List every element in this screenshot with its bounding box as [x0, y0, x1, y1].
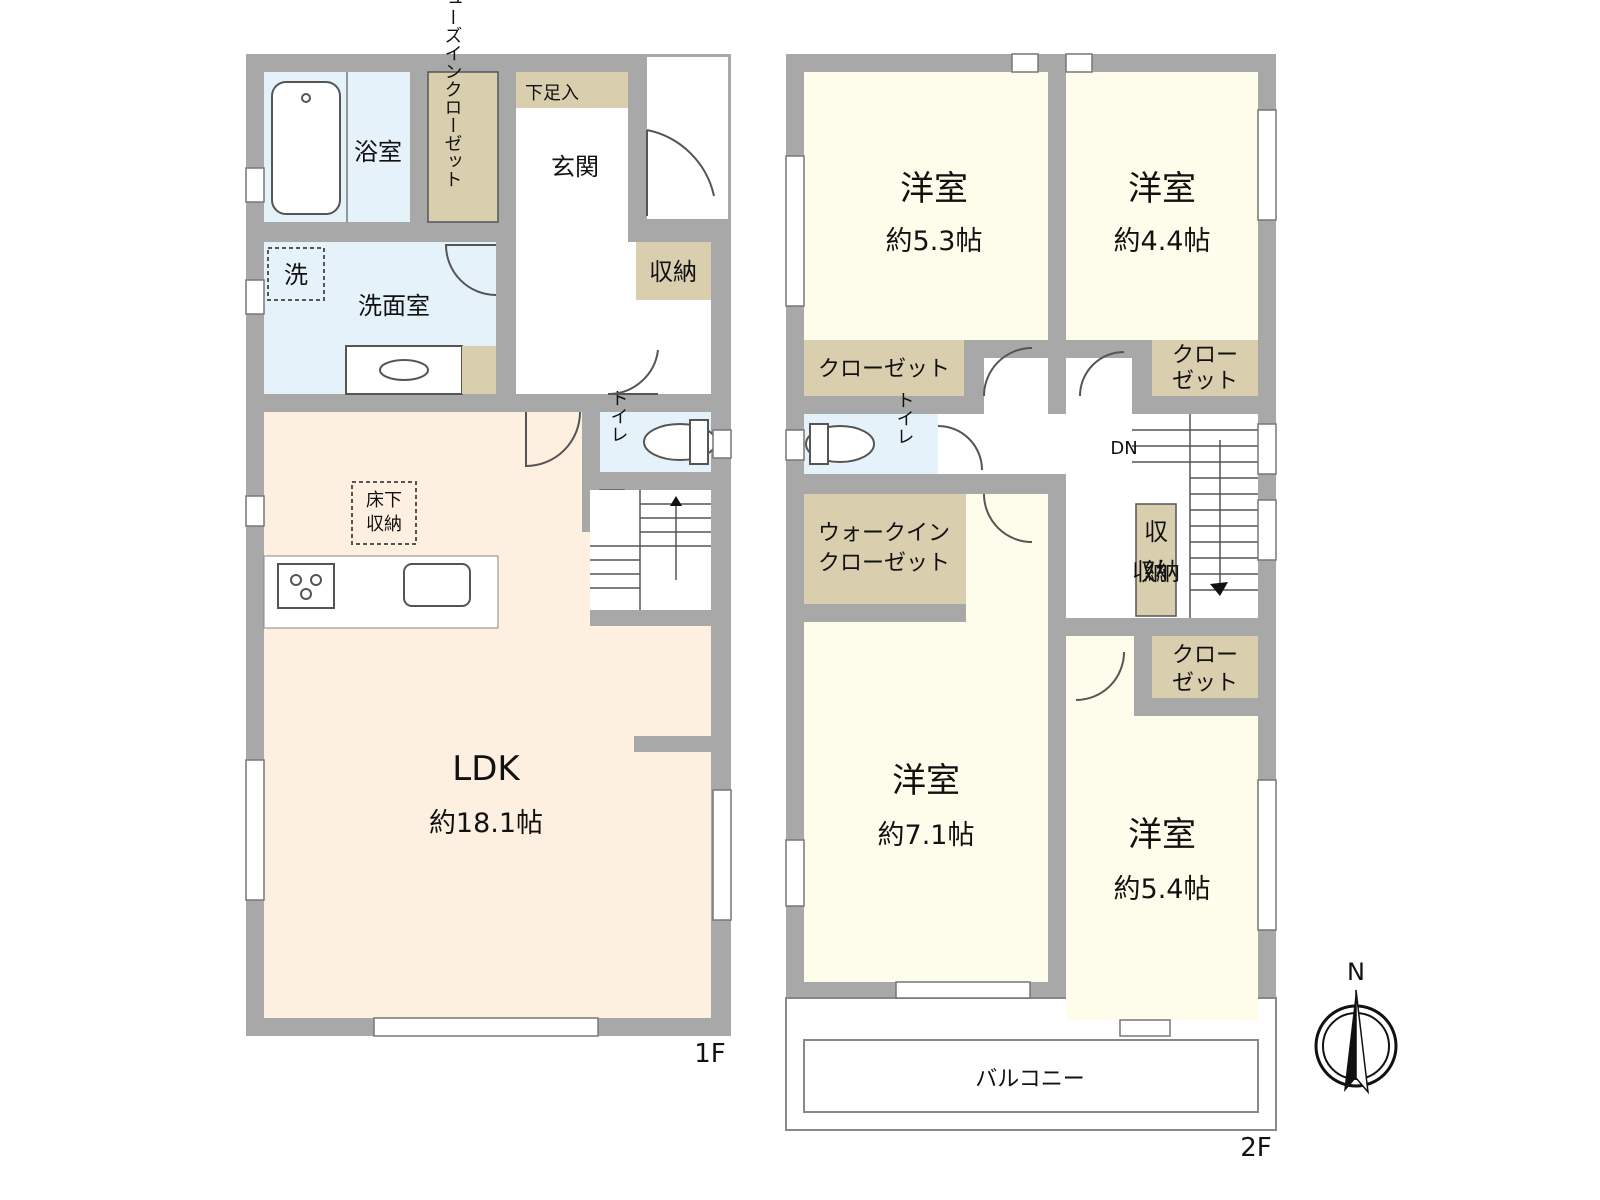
dn-label: DN — [1110, 438, 1137, 459]
window-2f-stairs-1 — [1257, 423, 1277, 475]
storage-1f — [636, 242, 711, 300]
washroom-label: 洗面室 — [358, 292, 430, 320]
room-a — [804, 72, 1048, 340]
window-2f-room-c — [785, 839, 805, 907]
window-1f-toilet — [712, 429, 732, 459]
porch-area — [647, 54, 731, 219]
bathtub-icon — [271, 81, 341, 215]
window-1f-ldk-1 — [245, 495, 265, 527]
storage-2f-label-2: 収納 — [1132, 558, 1180, 586]
stairs-1f-treads — [590, 490, 711, 610]
room-c-label: 洋室 — [892, 761, 960, 801]
window-2f-room-b — [1257, 109, 1277, 221]
storage-2f — [1135, 503, 1177, 617]
compass-needle-icon — [1344, 990, 1356, 1092]
window-2f-room-d-south — [1119, 1019, 1171, 1037]
under-shoe-storage — [516, 72, 628, 108]
walkin-closet — [804, 494, 966, 604]
window-2f-room-a — [785, 155, 805, 307]
room-d-size: 約5.4帖 — [1114, 874, 1211, 905]
stairs-2f-treads — [1132, 414, 1258, 618]
bath-label: 浴室 — [354, 138, 402, 166]
toilet-2f-door-icon — [937, 425, 983, 471]
entrance-door-icon — [646, 129, 715, 216]
room-c — [804, 622, 1048, 982]
closet-c-label-1: クロー — [1172, 643, 1238, 668]
window-2f-toilet — [785, 429, 805, 461]
window-1f-ldk-2 — [245, 759, 265, 901]
toilet-1f-door-icon — [607, 349, 659, 396]
compass: N — [1314, 958, 1398, 1095]
washroom-door-icon — [444, 244, 497, 296]
room-a-door-icon — [983, 347, 1033, 397]
under-shoe-label: 下足入 — [525, 83, 579, 104]
toilet-1f-label: トイレ — [608, 389, 629, 443]
room-b — [1066, 72, 1258, 340]
window-2f-north-1 — [1011, 53, 1039, 73]
washer-space — [267, 247, 325, 301]
room-d — [1066, 716, 1258, 1020]
vanity — [345, 345, 463, 395]
walkin-label-2: クローゼット — [818, 551, 950, 576]
closet-a — [804, 340, 964, 396]
window-2f-stairs-2 — [1257, 499, 1277, 561]
ldk-label: LDK — [452, 749, 521, 789]
window-1f-washroom — [245, 279, 265, 315]
room-c-door-icon — [983, 493, 1033, 543]
stairs-up-arrow-icon — [670, 496, 682, 506]
window-1f-bath — [245, 167, 265, 203]
compass-north-label: N — [1347, 958, 1365, 986]
underfloor-storage — [351, 481, 417, 545]
room-b-size: 約4.4帖 — [1114, 226, 1211, 257]
svg-text:シューズインクローゼット: シューズインクローゼット — [442, 0, 463, 188]
room-a-label: 洋室 — [900, 169, 968, 209]
closet-c — [1152, 636, 1258, 698]
walkin-label-1: ウォークイン — [818, 521, 950, 546]
room-b-label: 洋室 — [1128, 169, 1196, 209]
stairs-down-arrow-icon — [1210, 582, 1228, 596]
closet-a-label: クローゼット — [818, 357, 950, 382]
storage-2f-label-3: 納 — [1144, 558, 1168, 586]
shoe-closet-label: シューズインクローゼット — [442, 0, 463, 188]
storage-2f-label-1: 収 — [1144, 518, 1168, 546]
floor-tag-1f: 1F — [694, 1039, 726, 1069]
balcony-label: バルコニー — [975, 1067, 1085, 1092]
floor-tag-2f: 2F — [1240, 1133, 1272, 1163]
washer-label: 洗 — [284, 261, 308, 289]
window-2f-room-c-south — [895, 981, 1031, 999]
stairs-1f — [590, 490, 711, 610]
closet-b-label-2: ゼット — [1172, 369, 1238, 394]
window-2f-north-2 — [1065, 53, 1093, 73]
closet-b-label-1: クロー — [1172, 343, 1238, 368]
room-d-door-icon — [1075, 651, 1125, 701]
window-2f-room-d — [1257, 779, 1277, 931]
entrance — [516, 108, 628, 226]
window-1f-ldk-3 — [712, 789, 732, 921]
first-floor: 浴室 シューズインクローゼット 下足入 玄関 収納 洗 洗面室 トイレ — [245, 0, 732, 1069]
shoe-closet — [427, 71, 499, 223]
room-b-door-icon — [1079, 351, 1125, 397]
ldk-size: 約18.1帖 — [429, 808, 543, 839]
room-a-size: 約5.3帖 — [886, 226, 983, 257]
window-1f-ldk-south — [373, 1017, 599, 1037]
room-d-label: 洋室 — [1128, 815, 1196, 855]
room-c-size: 約7.1帖 — [878, 820, 975, 851]
kitchen-sink-icon — [403, 563, 471, 607]
underfloor-label-1: 床下 — [366, 490, 402, 511]
underfloor-label-2: 収納 — [366, 514, 402, 535]
entrance-label: 玄関 — [551, 153, 599, 181]
second-floor: バルコニー 洋室 約5.3帖 クローゼット 洋室 約4.4帖 クロー ゼット ト… — [785, 53, 1277, 1163]
storage-1f-label: 収納 — [649, 258, 697, 286]
closet-b — [1152, 340, 1258, 396]
ldk-door-icon — [525, 411, 581, 468]
sink-icon — [379, 359, 429, 381]
toilet-2f-label: トイレ — [894, 391, 915, 445]
stove-icon — [277, 563, 335, 609]
closet-c-label-2: ゼット — [1172, 671, 1238, 696]
